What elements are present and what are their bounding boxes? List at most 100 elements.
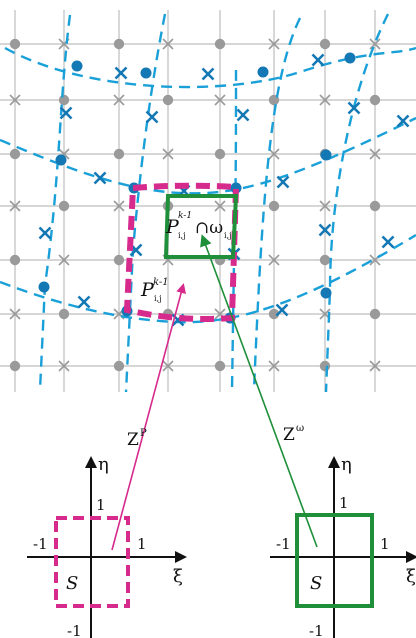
grid-node-cross-stroke (268, 360, 280, 372)
curvilinear-node-cross (311, 53, 325, 67)
curvilinear-cross-stroke (201, 67, 215, 81)
grid-node-cross (9, 200, 21, 212)
grid-node-cross-stroke (319, 308, 331, 320)
curvilinear-node-cross (318, 223, 332, 237)
grid-node-cross (369, 148, 381, 160)
grid-node-cross-stroke (9, 308, 21, 320)
curvilinear-node-cross (114, 66, 128, 80)
grid-node-dot (369, 94, 381, 106)
grid-node-cross-stroke (214, 94, 226, 106)
curvilinear-line (230, 69, 238, 391)
grid-node-dot (9, 254, 21, 266)
grid-node-cross-stroke (369, 148, 381, 160)
grid-node-cross (369, 360, 381, 372)
curvilinear-cross-stroke (311, 53, 325, 67)
grid-node-cross (58, 360, 70, 372)
grid-node-cross (319, 94, 331, 106)
curvilinear-cross-stroke (381, 235, 395, 249)
grid-node-dot (113, 148, 125, 160)
overlap-label: P k-1 i,j ∩ω i,j (165, 211, 232, 240)
grid-node-cross (268, 360, 280, 372)
grid-node-cross (268, 254, 280, 266)
grid-node-cross (214, 200, 226, 212)
grid-node-cross-stroke (214, 200, 226, 212)
curvilinear-node-cross (347, 101, 361, 115)
curvilinear-cross-stroke (396, 114, 410, 128)
curvilinear-cross-stroke (275, 303, 289, 317)
map-p-arrow (111, 283, 187, 551)
grid-node-cross-stroke (162, 38, 174, 50)
grid-node-dot (214, 148, 226, 160)
grid-node-dot (319, 360, 331, 372)
curvilinear-cross-stroke (318, 223, 332, 237)
svg-text:P: P (140, 428, 147, 439)
svg-text:i,j: i,j (154, 294, 162, 303)
svg-text:1: 1 (339, 494, 349, 512)
grid-node-cross (162, 148, 174, 160)
map-p-label: Z P (127, 428, 147, 450)
curvilinear-node-cross (276, 175, 290, 189)
grid-node-cross-stroke (319, 200, 331, 212)
grid-node-cross (214, 94, 226, 106)
curvilinear-cross-stroke (93, 171, 107, 185)
svg-text:-1: -1 (33, 535, 48, 553)
grid-node-dot (214, 38, 226, 50)
svg-text:1: 1 (96, 496, 106, 514)
cartesian-grid (0, 10, 416, 392)
curvilinear-node-dot (257, 66, 269, 78)
unit-square-right (295, 513, 374, 608)
map-omega-label: Z ω (283, 423, 304, 445)
grid-node-dot (9, 38, 21, 50)
curvilinear-node-dot (38, 281, 50, 293)
grid-node-cross-stroke (369, 360, 381, 372)
svg-text:-1: -1 (67, 622, 82, 638)
curvilinear-cross-stroke (114, 66, 128, 80)
curvilinear-cross-stroke (145, 110, 159, 124)
svg-text:i,j: i,j (224, 231, 232, 240)
grid-node-dot (319, 38, 331, 50)
grid-node-dot (214, 360, 226, 372)
grid-node-cross (113, 94, 125, 106)
svg-text:1: 1 (380, 535, 390, 553)
grid-node-cross (319, 200, 331, 212)
svg-text:ω: ω (296, 423, 304, 434)
grid-node-dot (113, 360, 125, 372)
curvilinear-node-cross (93, 171, 107, 185)
svg-text:-1: -1 (276, 535, 291, 553)
svg-text:η: η (341, 454, 352, 475)
svg-text:η: η (98, 454, 109, 475)
curvilinear-node-cross (38, 226, 52, 240)
grid-node-dot (58, 200, 70, 212)
reference-square-right: η ξ 1 -1 1 -1 S (270, 454, 416, 638)
svg-text:ξ: ξ (173, 566, 183, 587)
grid-node-cross-stroke (9, 200, 21, 212)
grid-node-cross-stroke (319, 94, 331, 106)
grid-node-cross (162, 360, 174, 372)
grid-node-dot (113, 254, 125, 266)
grid-node-cross (58, 254, 70, 266)
grid-node-dot (268, 308, 280, 320)
svg-text:ξ: ξ (406, 566, 416, 587)
svg-text:P: P (165, 216, 180, 238)
curvilinear-node-dot (71, 60, 83, 72)
grid-node-dot (58, 308, 70, 320)
grid-node-dot (58, 94, 70, 106)
grid-node-cross-stroke (162, 148, 174, 160)
grid-node-cross-stroke (268, 148, 280, 160)
curvilinear-cross-stroke (38, 226, 52, 240)
unit-square-left (54, 516, 130, 608)
curvilinear-node-cross (275, 303, 289, 317)
svg-text:S: S (310, 573, 322, 594)
grid-node-cross (369, 38, 381, 50)
grid-node-dot (9, 360, 21, 372)
curvilinear-cross-stroke (236, 108, 250, 122)
svg-text:k-1: k-1 (153, 277, 169, 288)
grid-node-cross-stroke (58, 254, 70, 266)
grid-node-cross-stroke (268, 38, 280, 50)
grid-node-cross (268, 148, 280, 160)
curvilinear-node-cross (59, 106, 73, 120)
grid-node-dot (268, 200, 280, 212)
svg-text:k-1: k-1 (178, 211, 192, 221)
